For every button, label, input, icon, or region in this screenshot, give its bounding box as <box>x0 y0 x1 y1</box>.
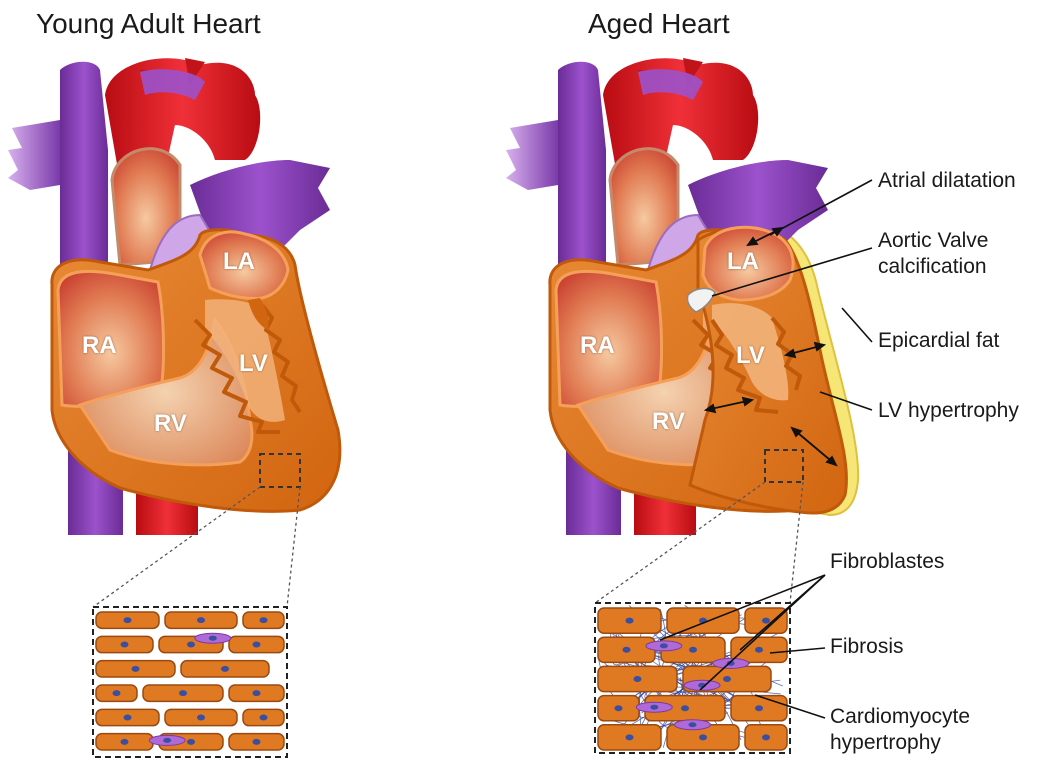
cell-nucleus <box>626 618 634 624</box>
aged-rv-label: RV <box>652 408 685 436</box>
cell-nucleus <box>124 715 132 721</box>
cell-nucleus <box>197 715 205 721</box>
aged-lv-label: LV <box>736 342 765 370</box>
cell-nucleus <box>253 739 261 745</box>
cell-nucleus <box>699 734 707 740</box>
cell-nucleus <box>187 739 195 745</box>
cell-nucleus <box>681 705 689 711</box>
cell-nucleus <box>260 715 268 721</box>
cell-nucleus <box>723 676 731 682</box>
cell-nucleus <box>626 734 634 740</box>
aortic-valve-line1: Aortic Valve <box>878 228 989 254</box>
aged-tissue-panel <box>595 603 790 753</box>
aged-la-label: LA <box>727 248 759 276</box>
atrial-dilatation-label: Atrial dilatation <box>878 168 1016 194</box>
cell-nucleus <box>253 690 261 696</box>
aged-heart-illustration <box>506 58 858 753</box>
cardiomyocyte-line2: hypertrophy <box>830 730 970 756</box>
lv-hypertrophy-label: LV hypertrophy <box>878 398 1019 424</box>
cell-nucleus <box>197 617 205 623</box>
cell-nucleus <box>187 642 195 648</box>
cell-nucleus <box>260 617 268 623</box>
fibroblastes-label: Fibroblastes <box>830 549 944 575</box>
cell-nucleus <box>689 647 697 653</box>
cell-nucleus <box>755 705 763 711</box>
fibrosis-label: Fibrosis <box>830 634 904 660</box>
cell-nucleus <box>124 617 132 623</box>
young-la-label: LA <box>223 248 255 276</box>
cell-nucleus <box>253 642 261 648</box>
young-heart-title: Young Adult Heart <box>36 8 261 40</box>
aged-ra-label: RA <box>580 332 615 360</box>
young-tissue-panel <box>93 607 287 757</box>
aged-cardiomyocytes <box>598 608 787 750</box>
epicardial-fat-label: Epicardial fat <box>878 328 999 354</box>
aortic-valve-line2: calcification <box>878 254 989 280</box>
cell-nucleus <box>179 690 187 696</box>
cell-nucleus <box>634 676 642 682</box>
aged-heart-title: Aged Heart <box>588 8 730 40</box>
cell-nucleus <box>113 690 121 696</box>
cell-nucleus <box>121 642 129 648</box>
cell-nucleus <box>615 705 623 711</box>
cell-nucleus <box>221 666 229 672</box>
young-lv-label: LV <box>239 350 268 378</box>
cardiomyocyte-line1: Cardiomyocyte <box>830 704 970 730</box>
cell-nucleus <box>762 618 770 624</box>
young-heart-illustration <box>8 58 340 757</box>
cardiomyocyte-hypertrophy-label: Cardiomyocyte hypertrophy <box>830 704 970 755</box>
cell-nucleus <box>132 666 140 672</box>
cell-nucleus <box>121 739 129 745</box>
young-ra-label: RA <box>82 332 117 360</box>
aortic-valve-label: Aortic Valve calcification <box>878 228 989 279</box>
cell-nucleus <box>762 734 770 740</box>
young-rv-label: RV <box>154 410 187 438</box>
cell-nucleus <box>623 647 631 653</box>
cell-nucleus <box>755 647 763 653</box>
epicardial-fat-leader <box>842 308 872 342</box>
